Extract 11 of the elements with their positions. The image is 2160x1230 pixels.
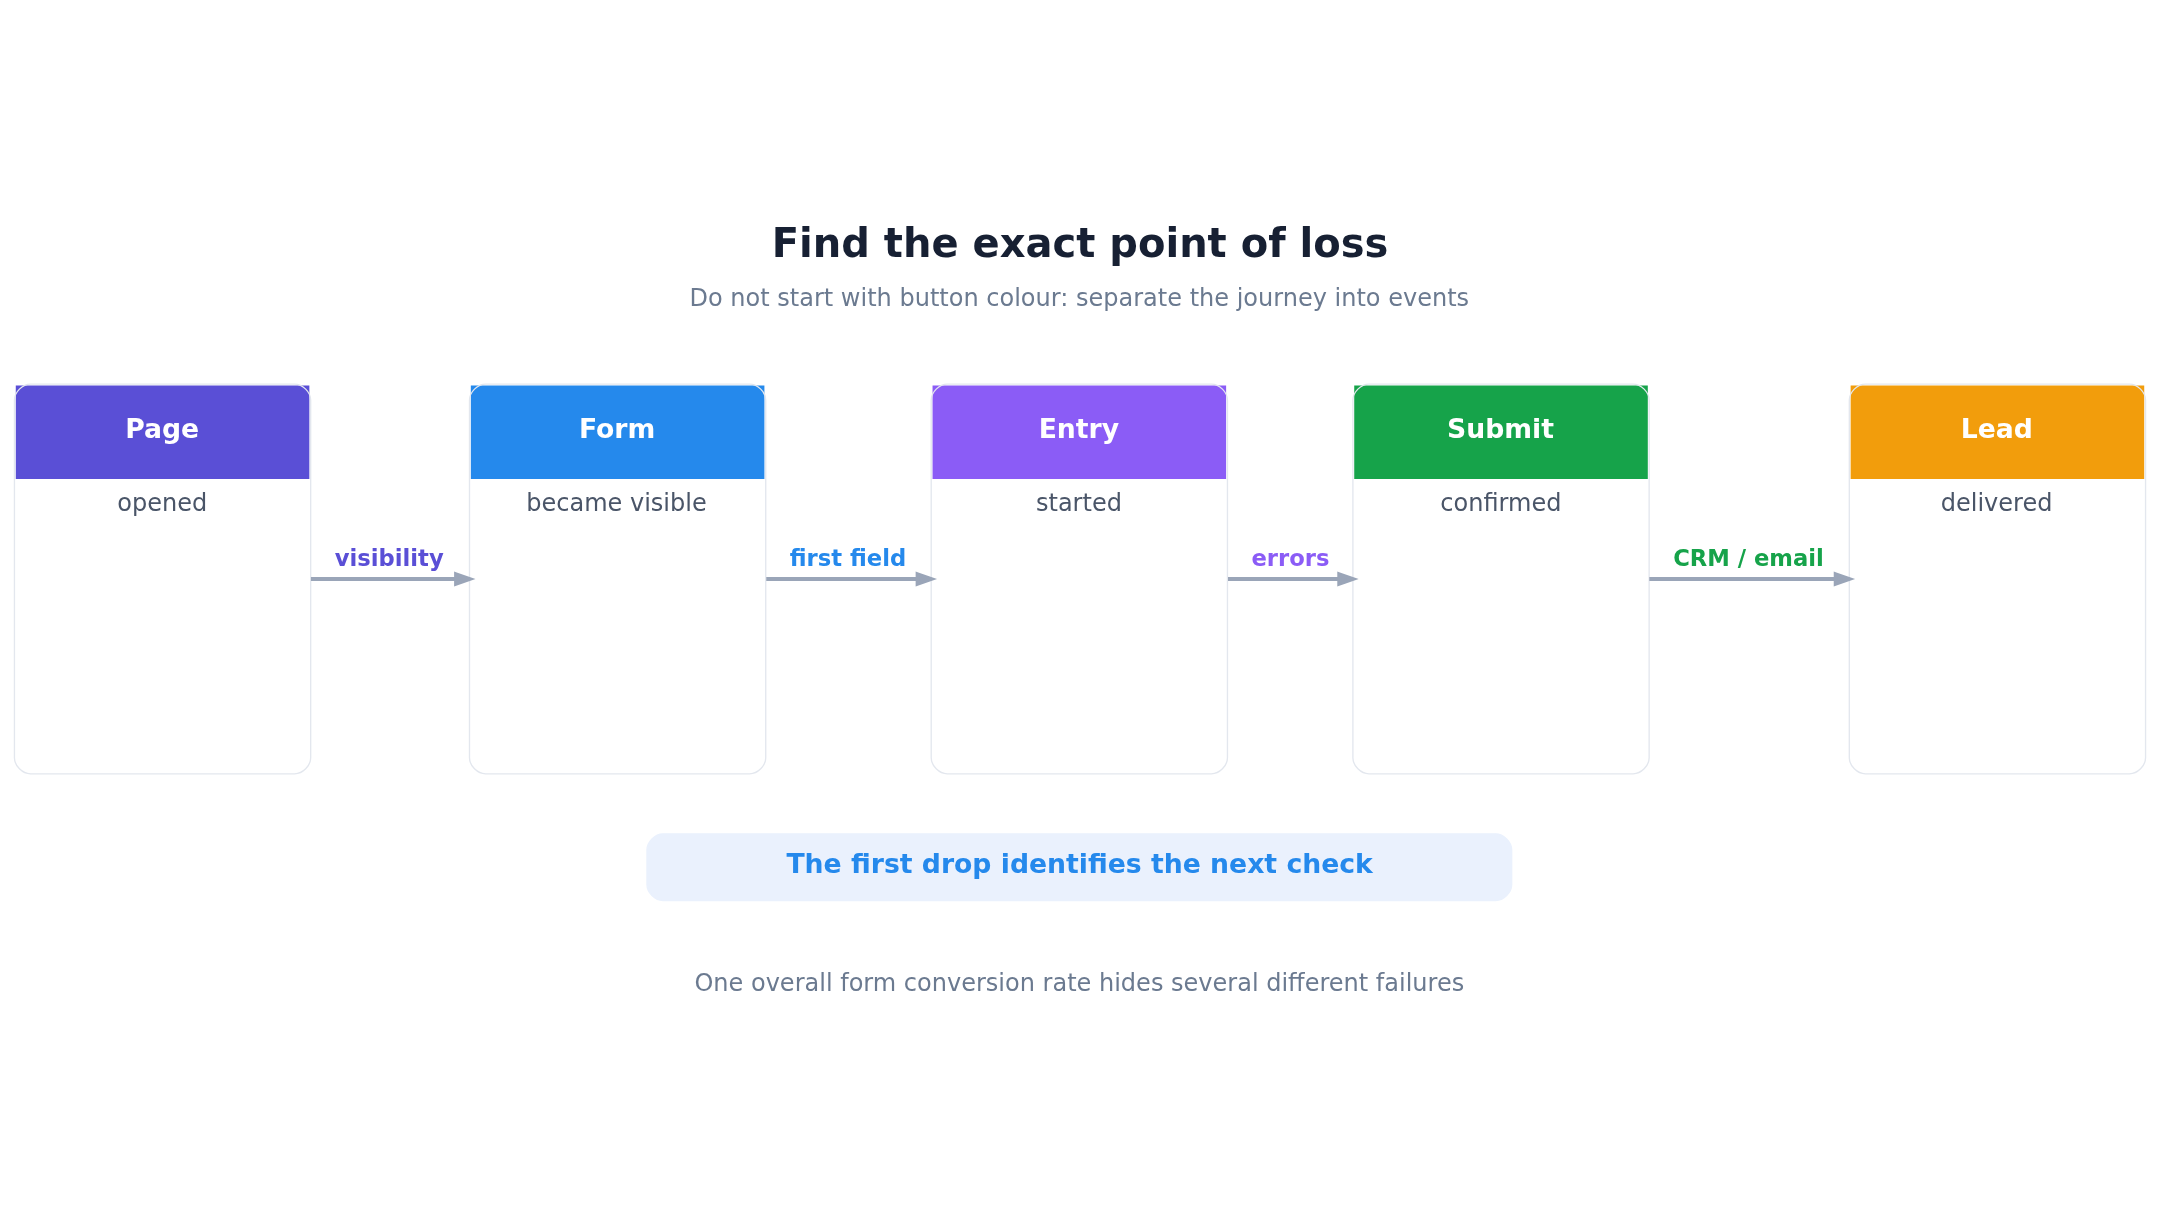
edge-label: first field: [789, 545, 907, 572]
edge-label: visibility: [334, 545, 444, 572]
arrow: [1649, 571, 1856, 587]
arrow: [766, 571, 938, 587]
label: Do not start with button colour: separate the journey into events: [689, 283, 1470, 312]
arrow: [1228, 571, 1359, 587]
diagram-title: Find the exact point of loss: [771, 220, 1389, 267]
caption: One overall form conversion rate hides several different failures: [694, 968, 1465, 997]
arrow: [310, 571, 476, 587]
edge-label: CRM / email: [1673, 545, 1824, 572]
edge-label: errors: [1251, 545, 1330, 572]
